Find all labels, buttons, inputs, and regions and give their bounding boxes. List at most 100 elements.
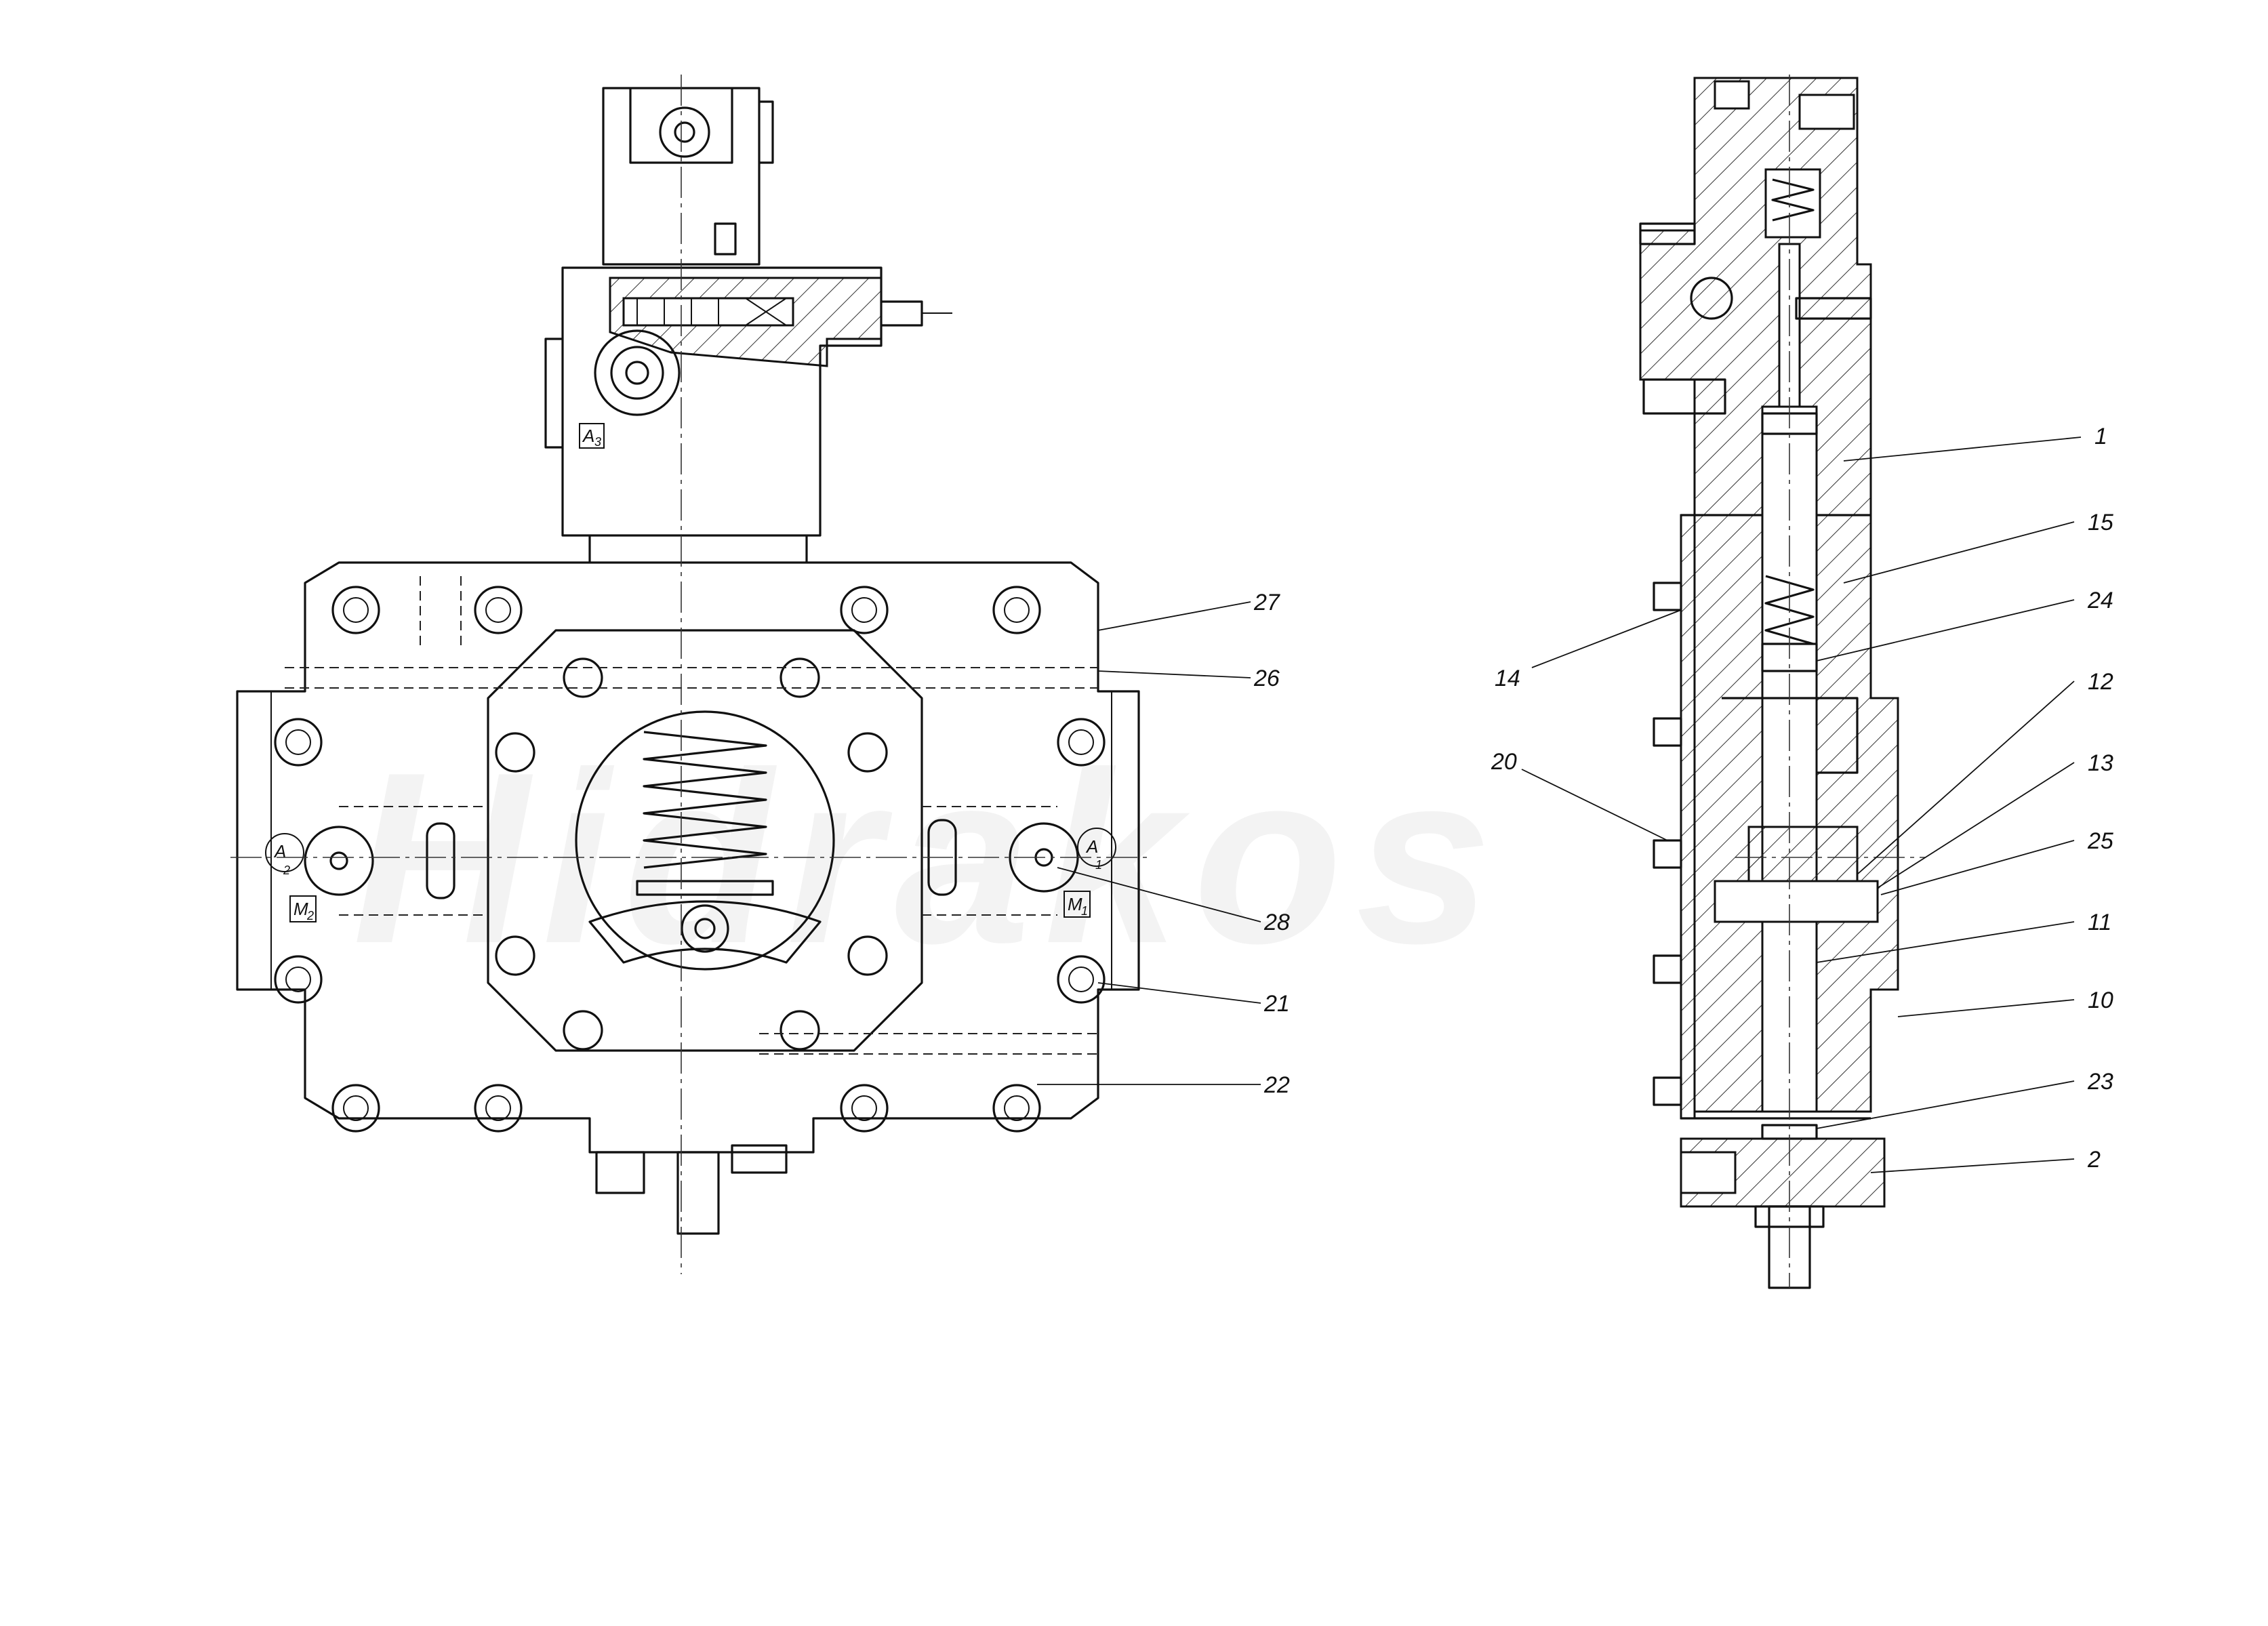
leader-1 bbox=[1843, 436, 2082, 462]
port-a3-letter: A bbox=[582, 426, 594, 446]
callout-27: 27 bbox=[1253, 590, 1280, 615]
callout-2: 2 bbox=[2087, 1147, 2101, 1173]
pilot-spring-marks bbox=[636, 298, 787, 326]
port-a2-core bbox=[329, 851, 348, 870]
cover-bolt bbox=[847, 935, 888, 976]
hidden-bores-left bbox=[339, 806, 488, 916]
port-m2-sub: 2 bbox=[306, 909, 314, 922]
port-a3-sub: 3 bbox=[594, 435, 601, 449]
callout-1: 1 bbox=[2094, 424, 2107, 449]
bolt bbox=[992, 1084, 1041, 1133]
port-a3-fitting-core bbox=[625, 361, 649, 385]
cover-bolt bbox=[779, 1010, 820, 1051]
port-a1-tag-circle bbox=[1077, 828, 1116, 867]
bolt-head bbox=[485, 597, 511, 623]
port-a3-tag-box bbox=[579, 423, 605, 449]
pilot-adjust-stem bbox=[881, 300, 923, 327]
leader-20 bbox=[1521, 769, 1668, 841]
callout-25: 25 bbox=[2087, 828, 2113, 854]
section-view bbox=[1639, 75, 1925, 1289]
bolt-head bbox=[285, 729, 311, 755]
bolt-head bbox=[485, 1095, 511, 1121]
solenoid-housing bbox=[602, 87, 761, 266]
port-a3-fitting bbox=[594, 329, 681, 416]
callout-26: 26 bbox=[1253, 666, 1280, 691]
callout-22: 22 bbox=[1263, 1072, 1290, 1098]
top-plug-left bbox=[1714, 80, 1750, 110]
bolt-head bbox=[343, 597, 369, 623]
valve-side-boss bbox=[544, 338, 563, 449]
lever-pin bbox=[681, 904, 729, 953]
body-wall-right bbox=[1815, 514, 1899, 1113]
callout-23: 23 bbox=[2087, 1069, 2113, 1095]
bolt bbox=[840, 1084, 889, 1133]
solenoid-screw bbox=[714, 222, 737, 256]
leader-27 bbox=[1097, 601, 1251, 631]
bolt-head bbox=[1068, 967, 1094, 992]
top-plug-right bbox=[1798, 94, 1855, 130]
stud bbox=[1653, 717, 1682, 747]
flange-bolts bbox=[274, 586, 1106, 1133]
bolt bbox=[331, 586, 380, 634]
bolt bbox=[1057, 955, 1106, 1004]
port-m1-sub: 1 bbox=[1081, 904, 1088, 918]
port-a1-letter: A bbox=[1085, 836, 1098, 857]
octagonal-cover bbox=[487, 629, 923, 1052]
control-spring bbox=[643, 731, 767, 869]
bolt bbox=[474, 586, 523, 634]
cross-pin bbox=[1714, 880, 1879, 923]
callouts: 27 26 28 21 22 1 15 24 12 13 25 11 10 23… bbox=[1037, 424, 2113, 1173]
port-a1-sub: 1 bbox=[1095, 858, 1102, 872]
callout-24: 24 bbox=[2087, 588, 2113, 613]
callout-10: 10 bbox=[2088, 988, 2113, 1013]
hidden-drill bbox=[420, 576, 462, 651]
leader-12 bbox=[1857, 680, 2075, 875]
stud bbox=[1653, 582, 1682, 611]
bolt-head bbox=[1004, 1095, 1030, 1121]
leader-28 bbox=[1057, 867, 1261, 922]
bolt-head bbox=[851, 597, 877, 623]
bolt-head bbox=[343, 1095, 369, 1121]
stud bbox=[1653, 1076, 1682, 1106]
body-wall-left-outer bbox=[1680, 514, 1696, 1120]
leader-26 bbox=[1097, 670, 1251, 678]
bolt bbox=[992, 586, 1041, 634]
bolt bbox=[840, 586, 889, 634]
solenoid-plug bbox=[659, 106, 710, 158]
upper-plug bbox=[1690, 277, 1733, 320]
solenoid-cap bbox=[629, 88, 733, 164]
port-a2-sub: 2 bbox=[283, 863, 290, 877]
leader-25 bbox=[1880, 840, 2075, 895]
swash-lever bbox=[588, 900, 822, 964]
hidden-channel-top bbox=[285, 667, 1098, 689]
callout-12: 12 bbox=[2088, 669, 2113, 695]
leader-15 bbox=[1843, 521, 2075, 584]
solenoid-plug-inner bbox=[674, 121, 695, 143]
pilot-spool-bore bbox=[622, 297, 794, 327]
bolt bbox=[474, 1084, 523, 1133]
cover-bolts bbox=[495, 657, 888, 1051]
cover-bolt bbox=[847, 732, 888, 773]
upper-screw-right bbox=[1795, 297, 1872, 320]
bolt bbox=[331, 1084, 380, 1133]
bolt bbox=[274, 718, 323, 767]
hidden-bores-right bbox=[922, 806, 1057, 916]
callout-20: 20 bbox=[1491, 749, 1517, 775]
solenoid-tab bbox=[759, 100, 774, 164]
bolt bbox=[274, 955, 323, 1004]
callout-21: 21 bbox=[1263, 991, 1290, 1017]
port-a2-letter: A bbox=[273, 841, 286, 861]
valve-neck bbox=[588, 535, 808, 563]
leader-21 bbox=[1097, 982, 1261, 1004]
cover-bolt bbox=[563, 657, 603, 698]
bolt-head bbox=[285, 967, 311, 992]
callout-14: 14 bbox=[1495, 666, 1520, 691]
leader-11 bbox=[1816, 921, 2075, 963]
cover-bolt bbox=[779, 657, 820, 698]
lower-screw-left bbox=[1642, 378, 1726, 415]
slot-left bbox=[426, 822, 455, 899]
bottom-spigot bbox=[676, 1151, 720, 1235]
callout-11: 11 bbox=[2088, 910, 2111, 935]
leader-13 bbox=[1877, 762, 2075, 889]
